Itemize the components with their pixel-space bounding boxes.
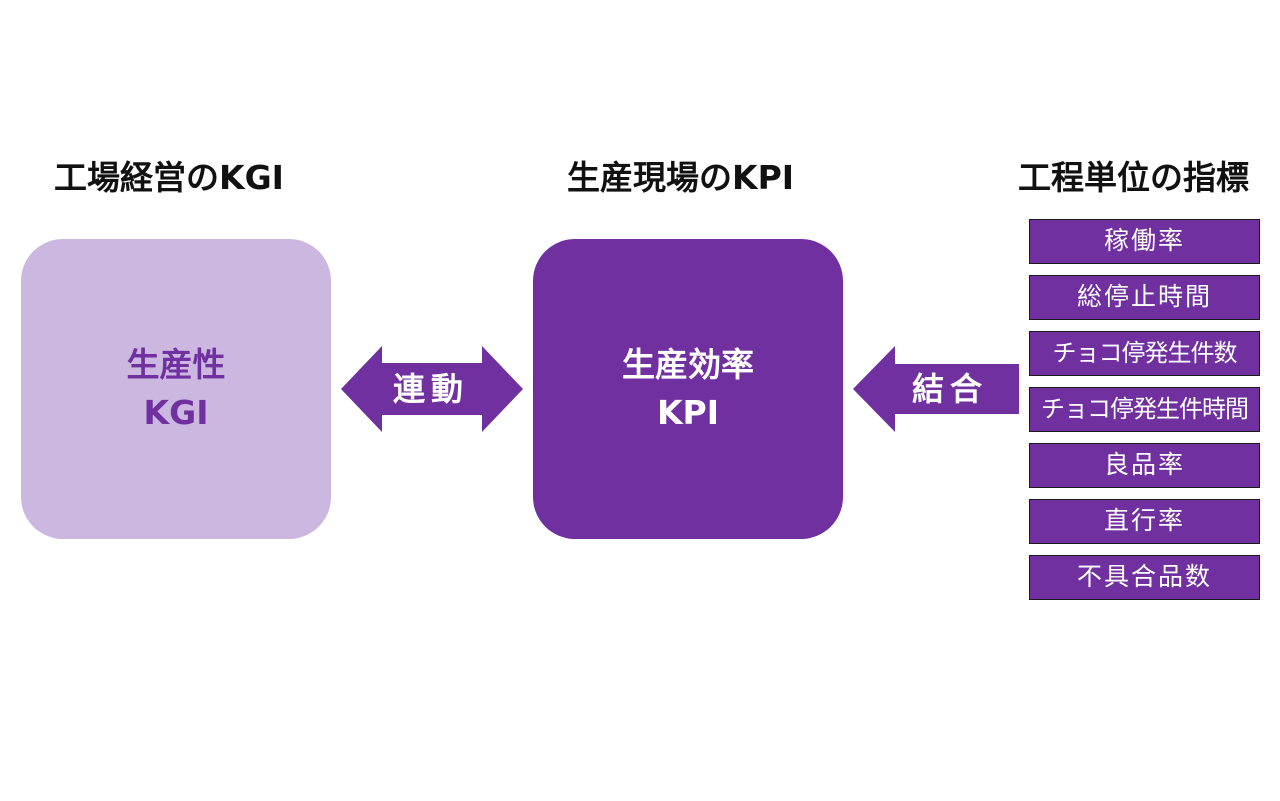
metric-list: 稼働率 総停止時間 チョコ停発生件数 チョコ停発生件時間 良品率 直行率 不具合… xyxy=(1029,219,1260,611)
metric-item: チョコ停発生件数 xyxy=(1029,331,1260,376)
metric-item: 直行率 xyxy=(1029,499,1260,544)
kpi-box-subtitle: KPI xyxy=(656,393,720,432)
kgi-heading: 工場経営のKGI xyxy=(54,158,284,197)
kpi-box: 生産効率 KPI xyxy=(533,239,843,539)
kpi-heading: 生産現場のKPI xyxy=(567,158,795,197)
kgi-box-title: 生産性 xyxy=(126,345,226,384)
process-metrics-heading: 工程単位の指標 xyxy=(1018,158,1249,197)
kgi-box-subtitle: KGI xyxy=(143,393,209,432)
metric-item: 稼働率 xyxy=(1029,219,1260,264)
left-arrow-icon xyxy=(853,346,1019,432)
metric-item: チョコ停発生件時間 xyxy=(1029,387,1260,432)
metric-item: 総停止時間 xyxy=(1029,275,1260,320)
link-label: 連動 xyxy=(393,370,470,408)
combine-label: 結合 xyxy=(912,370,989,408)
metric-item: 不具合品数 xyxy=(1029,555,1260,600)
metric-item: 良品率 xyxy=(1029,443,1260,488)
kpi-box-title: 生産効率 xyxy=(622,345,754,384)
kgi-box: 生産性 KGI xyxy=(21,239,331,539)
double-arrow-icon xyxy=(341,346,523,432)
